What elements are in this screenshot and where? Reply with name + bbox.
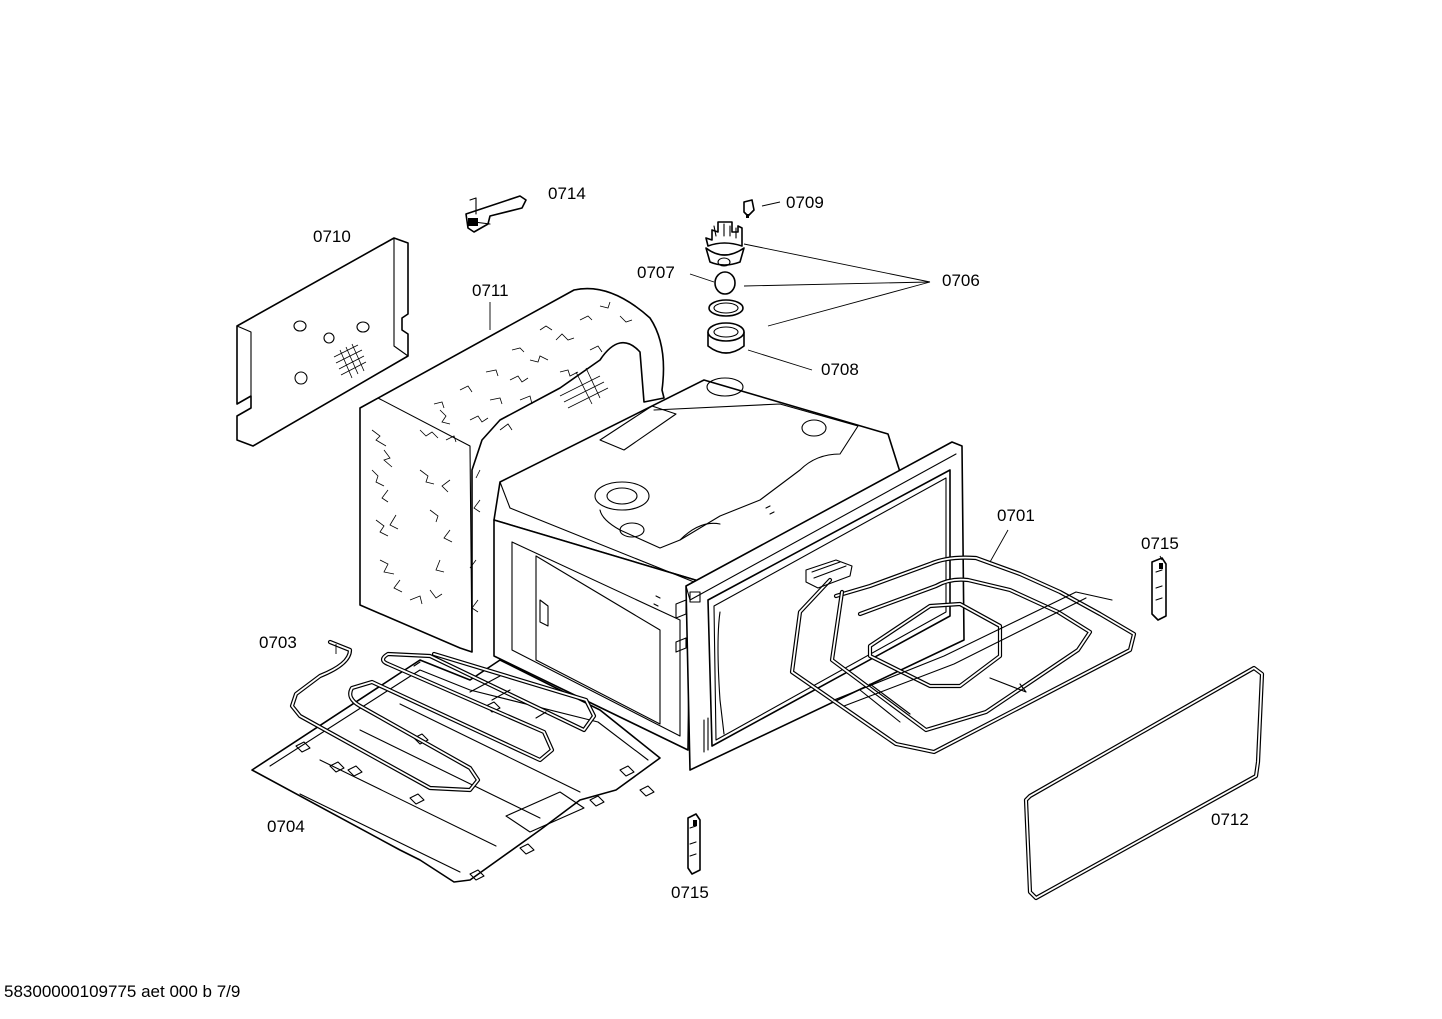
label-0704: 0704 <box>267 817 305 836</box>
label-0715-bottom: 0715 <box>671 883 709 902</box>
front-frame <box>675 441 965 771</box>
part-0715-hinge-bottom <box>687 813 701 875</box>
part-0709-clip <box>743 199 755 218</box>
label-0709: 0709 <box>786 193 824 212</box>
part-0714-bracket <box>465 195 527 233</box>
label-0714: 0714 <box>548 184 586 203</box>
part-0711-insulation-mat <box>359 287 665 653</box>
label-0712: 0712 <box>1211 810 1249 829</box>
part-labels: 0714 0709 0710 0707 0706 0711 0708 0701 … <box>259 184 1249 902</box>
label-0711: 0711 <box>472 281 509 300</box>
lamp-gasket-ring <box>708 299 744 317</box>
label-0710: 0710 <box>313 227 351 246</box>
part-0708-lamp-cover <box>707 322 745 354</box>
part-0703-bottom-heating-element <box>289 639 597 793</box>
document-footer-id: 58300000109775 aet 000 b 7/9 <box>4 982 240 1001</box>
part-0706-lamp-holder <box>705 221 745 267</box>
part-0710-rear-panel <box>236 237 409 447</box>
label-0707: 0707 <box>637 263 675 282</box>
part-0701-top-heating-element <box>789 555 1137 755</box>
label-0708: 0708 <box>821 360 859 379</box>
part-0712-door-seal <box>1023 665 1265 901</box>
label-0715-right: 0715 <box>1141 534 1179 553</box>
label-0703: 0703 <box>259 633 297 652</box>
label-0706: 0706 <box>942 271 980 290</box>
label-0701: 0701 <box>997 506 1035 525</box>
leader-lines <box>335 201 1163 654</box>
part-0715-hinge-right <box>1151 557 1167 621</box>
part-0707-lamp-bulb <box>714 271 736 295</box>
